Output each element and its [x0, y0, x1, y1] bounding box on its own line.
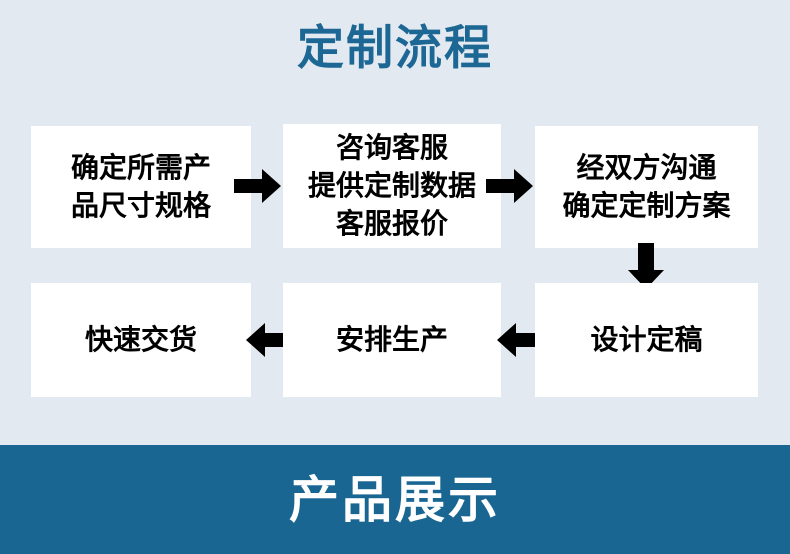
arrow-down-icon — [627, 243, 665, 289]
flow-step-1-line-1: 确定所需产 — [70, 152, 211, 183]
flow-step-2-line-2: 提供定制数据 — [307, 170, 476, 201]
product-showcase-banner: 产品展示 — [0, 445, 790, 554]
flow-step-4: 设计定稿 — [535, 283, 758, 397]
flow-step-3-line-1: 经双方沟通 — [576, 152, 717, 183]
page-title: 定制流程 — [297, 21, 493, 74]
flow-step-3-line-2: 确定定制方案 — [562, 190, 731, 221]
flow-step-3: 经双方沟通 确定定制方案 — [535, 126, 758, 248]
banner-title: 产品展示 — [289, 471, 501, 528]
flow-step-6-line-1: 快速交货 — [84, 324, 197, 355]
arrow-left-icon — [497, 322, 544, 358]
flow-step-2: 咨询客服 提供定制数据 客服报价 — [283, 124, 501, 248]
arrow-right-icon — [234, 168, 281, 204]
flow-step-6: 快速交货 — [31, 283, 251, 397]
flow-step-2-line-3: 客服报价 — [335, 208, 448, 239]
flow-step-5: 安排生产 — [283, 283, 501, 397]
flow-step-4-line-1: 设计定稿 — [590, 324, 703, 355]
arrow-left-icon — [246, 322, 293, 358]
flow-step-5-line-1: 安排生产 — [335, 324, 448, 355]
flow-step-1: 确定所需产 品尺寸规格 — [31, 126, 251, 248]
flow-step-2-line-1: 咨询客服 — [335, 132, 448, 163]
flow-step-1-line-2: 品尺寸规格 — [70, 190, 211, 221]
arrow-right-icon — [486, 168, 533, 204]
